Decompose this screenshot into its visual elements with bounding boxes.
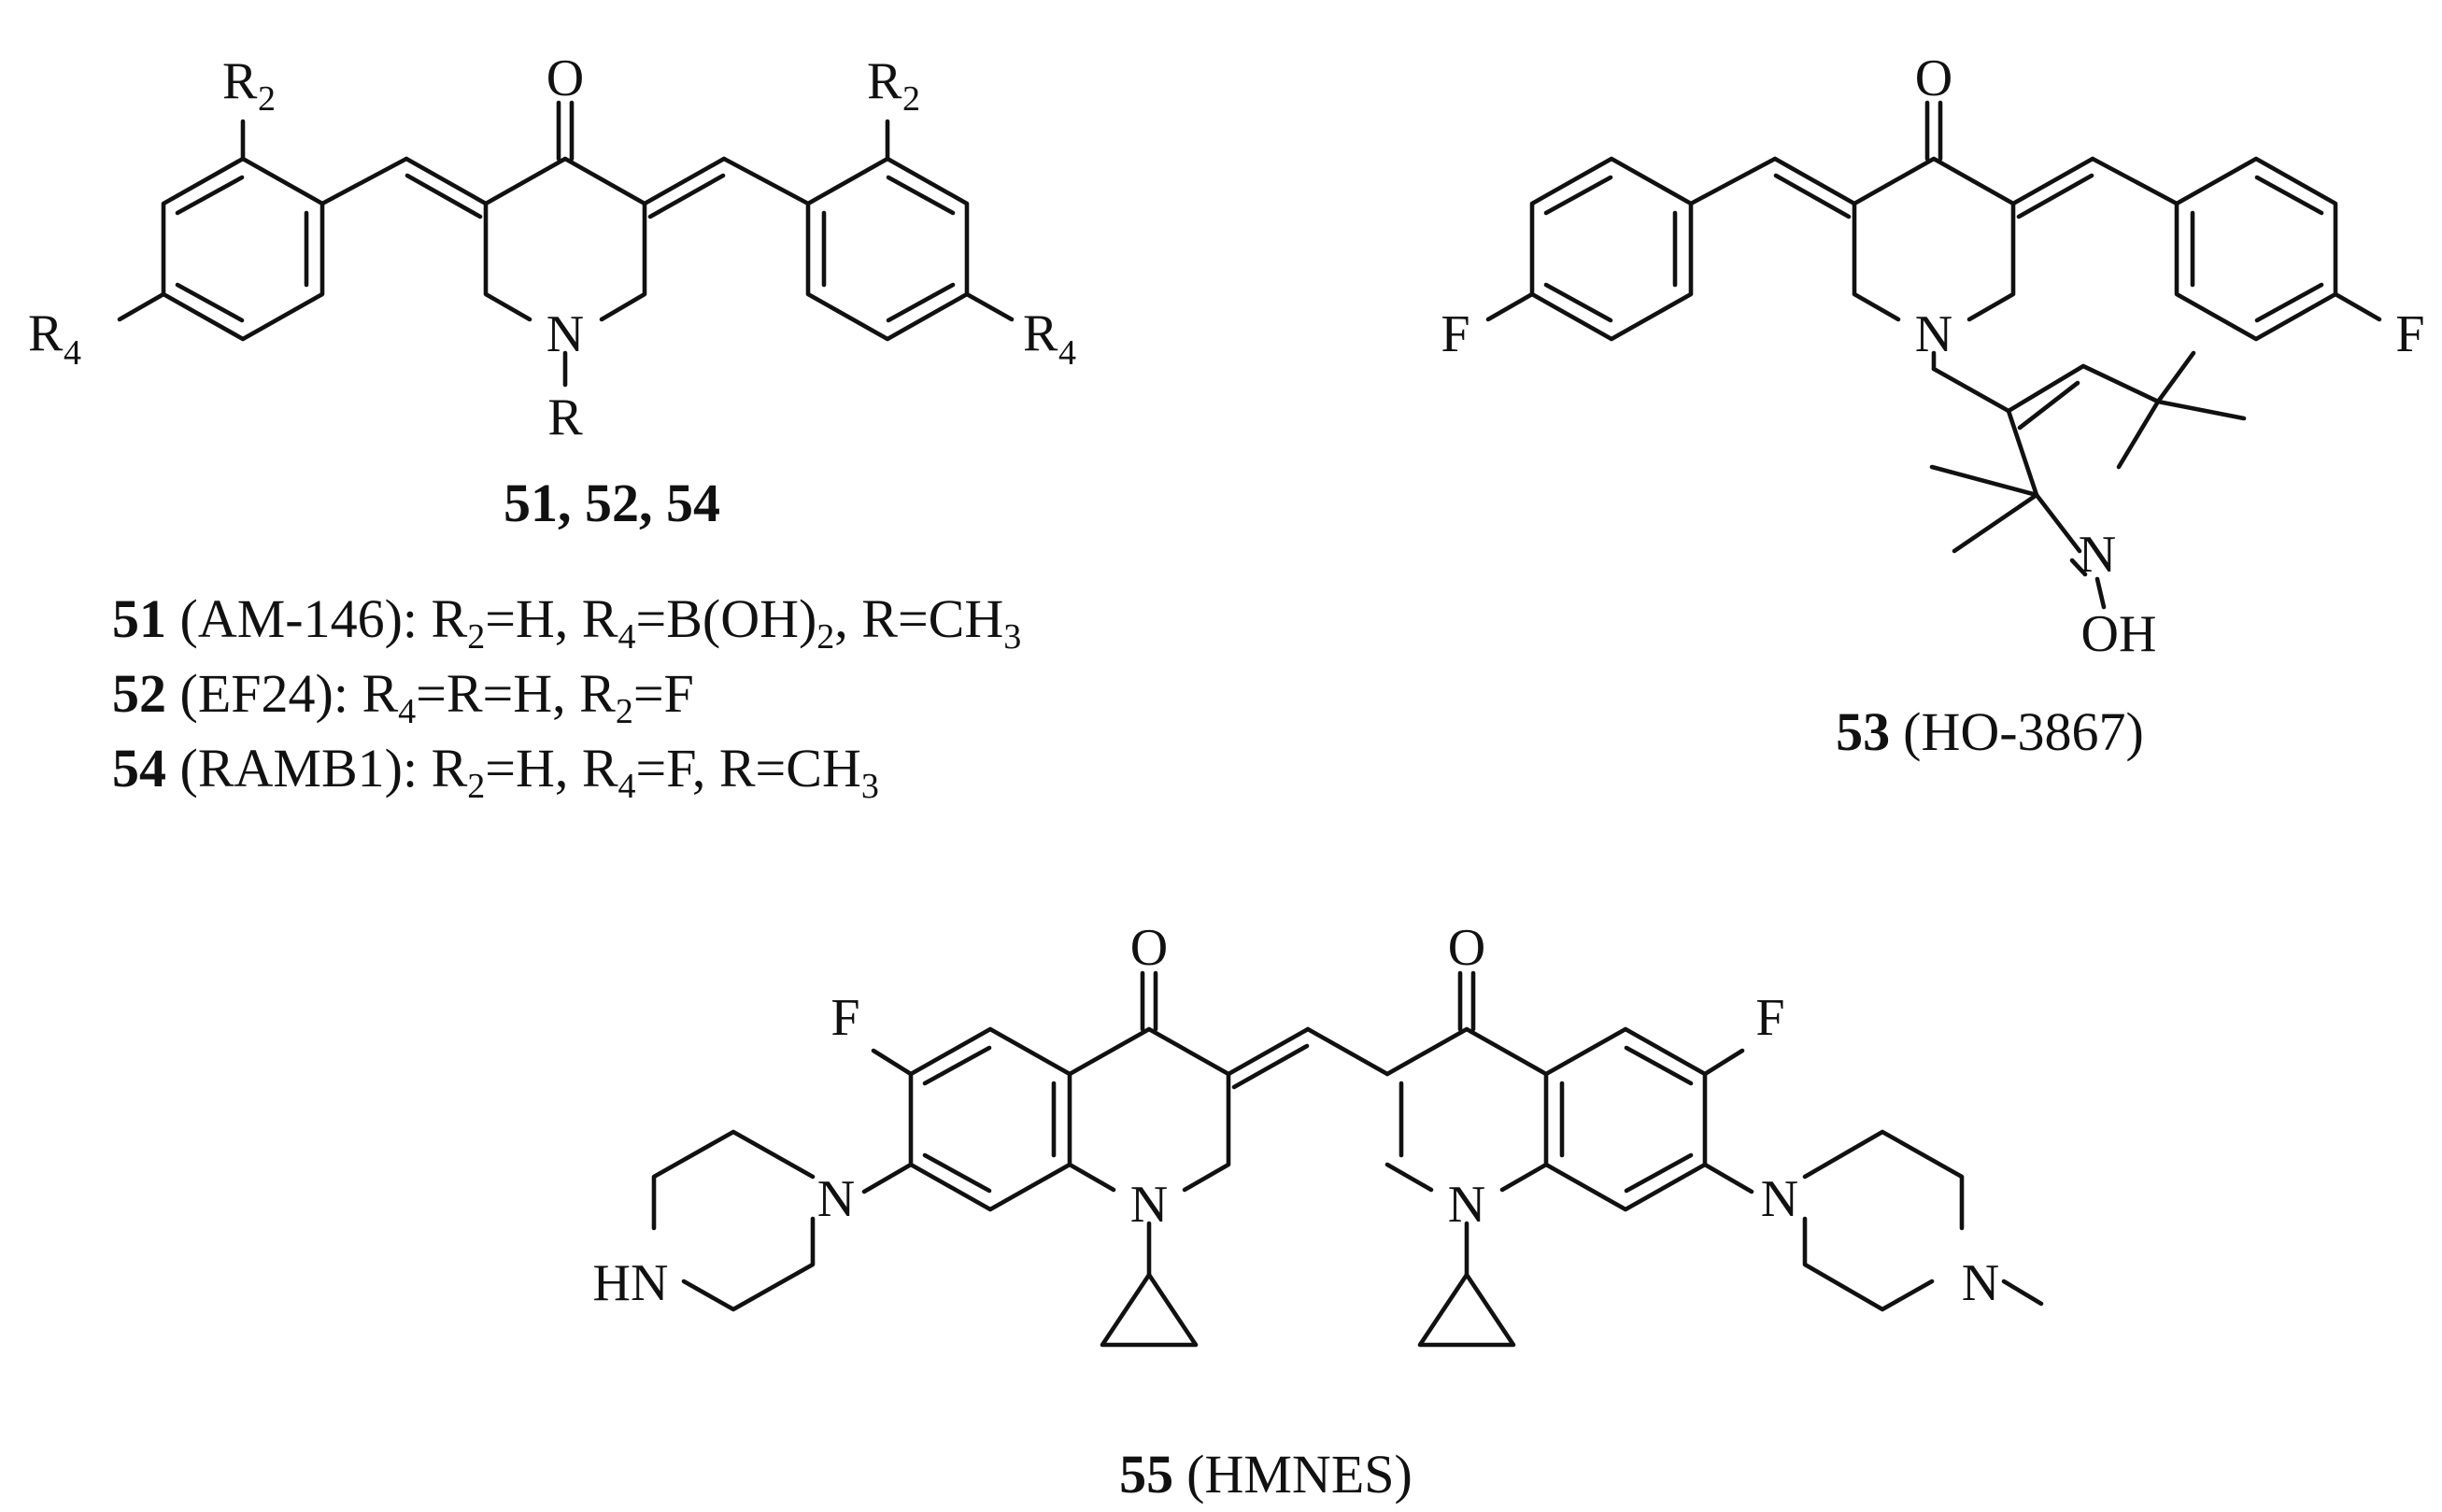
structure-51-52-54: O N R R 2 R 2 R 4 R 4 51, 52, 54 — [28, 49, 1076, 533]
structure-caption-53: 53(HO-3867) — [1836, 701, 2144, 762]
ring-nitrogen-label: N — [547, 305, 584, 363]
left-r4-subscript: 4 — [64, 333, 81, 373]
right-carbonyl-oxygen-label: O — [1448, 919, 1485, 977]
structure-53: O N F F N OH 53(HO-3867) — [1441, 49, 2424, 762]
structure-caption-51-52-54: 51, 52, 54 — [504, 473, 720, 533]
right-r2-label: R — [867, 52, 902, 110]
right-fluorine-label: F — [1755, 989, 1784, 1047]
nitroxide-nitrogen-label: N — [2079, 526, 2116, 584]
legend-line-52: 52 (EF24): R4=R=H, R2=F — [112, 667, 694, 730]
right-quinolone-nitrogen-label: N — [1448, 1176, 1485, 1234]
methylpiperazine-nitrogen-label: N — [1962, 1254, 1999, 1312]
legend-compound-id: 51 — [112, 588, 166, 649]
caption-name-55: (HMNES) — [1186, 1444, 1413, 1505]
caption-id-53: 53 — [1836, 701, 1890, 762]
left-r4-label: R — [28, 304, 64, 362]
piperazine-nh-label: HN — [593, 1254, 669, 1312]
left-fluorine-label: F — [831, 989, 859, 1047]
legend-compound-name: (AM-146): — [166, 588, 432, 649]
legend-substituents: R2=H, R4=B(OH)2, R=CH3 — [431, 588, 1022, 657]
structure-55: O O F F N N N HN N N 55(HMNES) — [593, 919, 2044, 1505]
legend-compound-id: 54 — [112, 738, 166, 798]
legend-substituents: R2=H, R4=F, R=CH3 — [431, 738, 879, 806]
nitrogen-substituent-label: R — [547, 389, 583, 446]
caption-id-55: 55 — [1119, 1444, 1173, 1505]
structure-caption-55: 55(HMNES) — [1119, 1444, 1413, 1505]
left-fluorine-label: F — [1441, 305, 1469, 363]
left-quinolone-nitrogen-label: N — [1130, 1176, 1168, 1234]
legend-line-51: 51 (AM-146): R2=H, R4=B(OH)2, R=CH3 — [112, 592, 1021, 656]
hydroxyl-label: OH — [2081, 605, 2157, 663]
left-piperazine-nitrogen-label: N — [817, 1170, 855, 1228]
carbonyl-oxygen-label: O — [547, 49, 584, 107]
legend-compound-name: (RAMB1): — [166, 738, 432, 798]
ring-nitrogen-label: N — [1915, 305, 1952, 363]
left-carbonyl-oxygen-label: O — [1130, 919, 1168, 977]
carbonyl-oxygen-label: O — [1915, 49, 1952, 107]
right-r2-subscript: 2 — [902, 79, 920, 119]
legend-compound-id: 52 — [112, 663, 166, 724]
right-fluorine-label: F — [2395, 305, 2424, 363]
right-r4-label: R — [1023, 304, 1058, 362]
legend-compound-name: (EF24): — [166, 663, 362, 724]
right-piperazine-nitrogen-label: N — [1761, 1170, 1798, 1228]
legend-substituents: R4=R=H, R2=F — [362, 663, 694, 731]
left-r2-subscript: 2 — [258, 79, 276, 119]
legend-line-54: 54 (RAMB1): R2=H, R4=F, R=CH3 — [112, 742, 879, 805]
right-r4-subscript: 4 — [1058, 333, 1076, 373]
left-r2-label: R — [222, 52, 258, 110]
caption-name-53: (HO-3867) — [1903, 701, 2144, 762]
